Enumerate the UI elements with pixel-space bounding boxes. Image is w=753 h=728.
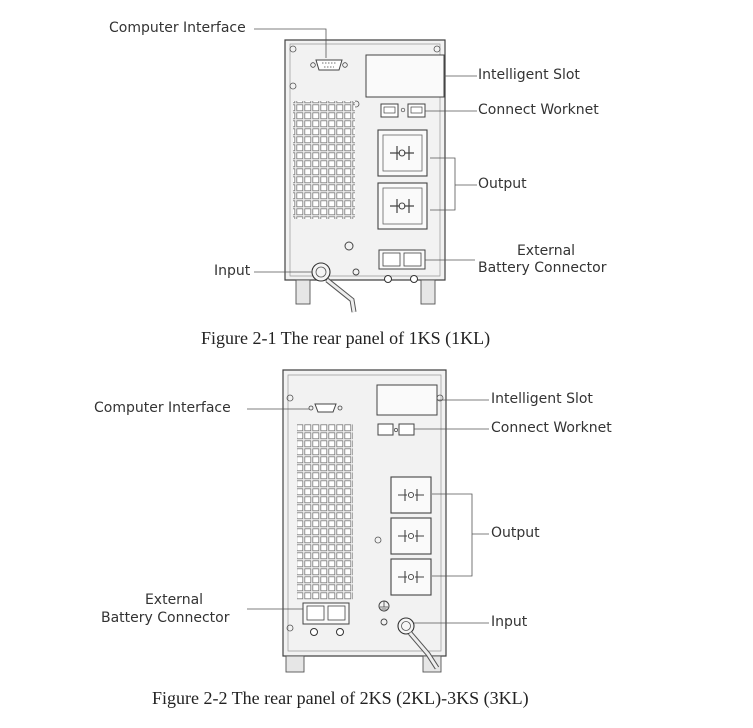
figure1-output-sockets	[377, 129, 428, 230]
figure2-ground-screw	[378, 600, 390, 626]
figure2-vent-grille	[297, 424, 353, 600]
figure1-input-socket	[311, 262, 357, 313]
figure2-network-ports	[377, 423, 415, 436]
figure1-label-external-line2: Battery Connector	[478, 260, 607, 276]
figure1-ground-screw	[344, 241, 354, 251]
figure2-label-input: Input	[491, 614, 528, 630]
figure2-label-external-line2: Battery Connector	[101, 610, 230, 626]
figure2-computer-interface-port	[308, 403, 343, 413]
figure2-intelligent-slot	[376, 384, 438, 416]
figure2-label-computer-interface: Computer Interface	[94, 400, 231, 416]
figure1-label-output: Output	[478, 176, 527, 192]
figure1-caption: Figure 2-1 The rear panel of 1KS (1KL)	[201, 328, 491, 348]
figure1-vent-grille	[293, 101, 355, 219]
figure1-label-input: Input	[214, 263, 251, 279]
figure2-leader-lines	[247, 399, 489, 624]
figure1-leader-lines	[254, 28, 477, 273]
figure2-label-intelligent-slot: Intelligent Slot	[491, 391, 593, 407]
figure1-small-hole	[352, 268, 360, 276]
figure2-label-connect-worknet: Connect Worknet	[491, 420, 612, 436]
figure2-caption: Figure 2-2 The rear panel of 2KS (2KL)-3…	[152, 688, 529, 708]
figure2-output-sockets	[390, 476, 432, 596]
figure1-computer-interface-port	[310, 59, 348, 71]
figure2-label-external-line1: External	[144, 592, 204, 608]
figure2-battery-connector	[302, 602, 350, 636]
figure1-label-intelligent-slot: Intelligent Slot	[478, 67, 580, 83]
figure1-network-ports	[380, 103, 426, 118]
figure2-input-socket	[397, 617, 440, 670]
figure2-label-output: Output	[491, 525, 540, 541]
figure1-battery-connector	[378, 249, 426, 283]
figure1-label-connect-worknet: Connect Worknet	[478, 102, 599, 118]
figure1-label-external-line1: External	[516, 243, 576, 259]
figure1-intelligent-slot	[365, 54, 445, 98]
figure1-label-computer-interface: Computer Interface	[109, 20, 246, 36]
